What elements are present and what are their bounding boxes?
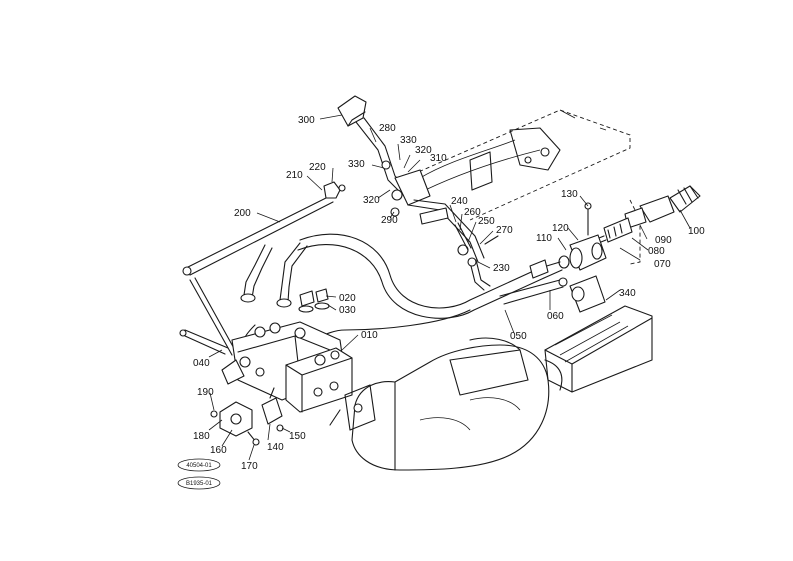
reference-stamps: 40504-01 B1935-01 <box>177 458 221 490</box>
label-150: 150 <box>289 431 306 442</box>
label-120: 120 <box>552 223 569 234</box>
mounting-plate <box>399 109 641 265</box>
label-320-upper: 320 <box>415 145 432 156</box>
label-060: 060 <box>547 311 564 322</box>
label-330-lower: 330 <box>348 159 365 170</box>
label-290: 290 <box>381 215 398 226</box>
label-080: 080 <box>648 246 665 257</box>
label-100: 100 <box>688 226 705 237</box>
label-040: 040 <box>193 358 210 369</box>
label-110: 110 <box>536 233 552 244</box>
label-240: 240 <box>451 196 468 207</box>
clip-220 <box>323 181 346 199</box>
label-130: 130 <box>561 189 578 200</box>
label-310: 310 <box>430 153 447 164</box>
label-300: 300 <box>298 115 315 126</box>
label-070: 070 <box>654 259 671 270</box>
label-270: 270 <box>496 225 513 236</box>
label-190: 190 <box>197 387 214 398</box>
part-number-labels: 300 280 330 320 310 330 320 290 220 210 … <box>193 115 705 472</box>
control-lever-assembly <box>337 95 499 291</box>
small-parts-group <box>210 387 284 446</box>
label-280: 280 <box>379 123 396 134</box>
label-090: 090 <box>655 235 672 246</box>
label-020: 020 <box>339 293 356 304</box>
label-160: 160 <box>210 445 227 456</box>
tractor-housing <box>329 337 563 471</box>
label-010: 010 <box>361 330 378 341</box>
label-210: 210 <box>286 170 303 181</box>
label-320-lower: 320 <box>363 195 380 206</box>
label-200: 200 <box>234 208 251 219</box>
label-340: 340 <box>619 288 636 299</box>
label-330-upper: 330 <box>400 135 417 146</box>
cable-end-assembly <box>499 185 701 313</box>
stamp-top: 40504-01 <box>186 463 212 469</box>
label-030: 030 <box>339 305 356 316</box>
linkage-rod-200 <box>182 195 334 356</box>
label-250: 250 <box>478 216 495 227</box>
leader-lines <box>208 114 691 461</box>
hydraulic-pipes <box>240 242 308 308</box>
label-140: 140 <box>267 442 284 453</box>
control-valve-block <box>179 288 353 413</box>
label-230: 230 <box>493 263 510 274</box>
stamp-bottom: B1935-01 <box>186 481 213 487</box>
label-220: 220 <box>309 162 326 173</box>
label-170: 170 <box>241 461 258 472</box>
label-050: 050 <box>510 331 527 342</box>
label-260: 260 <box>464 207 481 218</box>
label-180: 180 <box>193 431 210 442</box>
